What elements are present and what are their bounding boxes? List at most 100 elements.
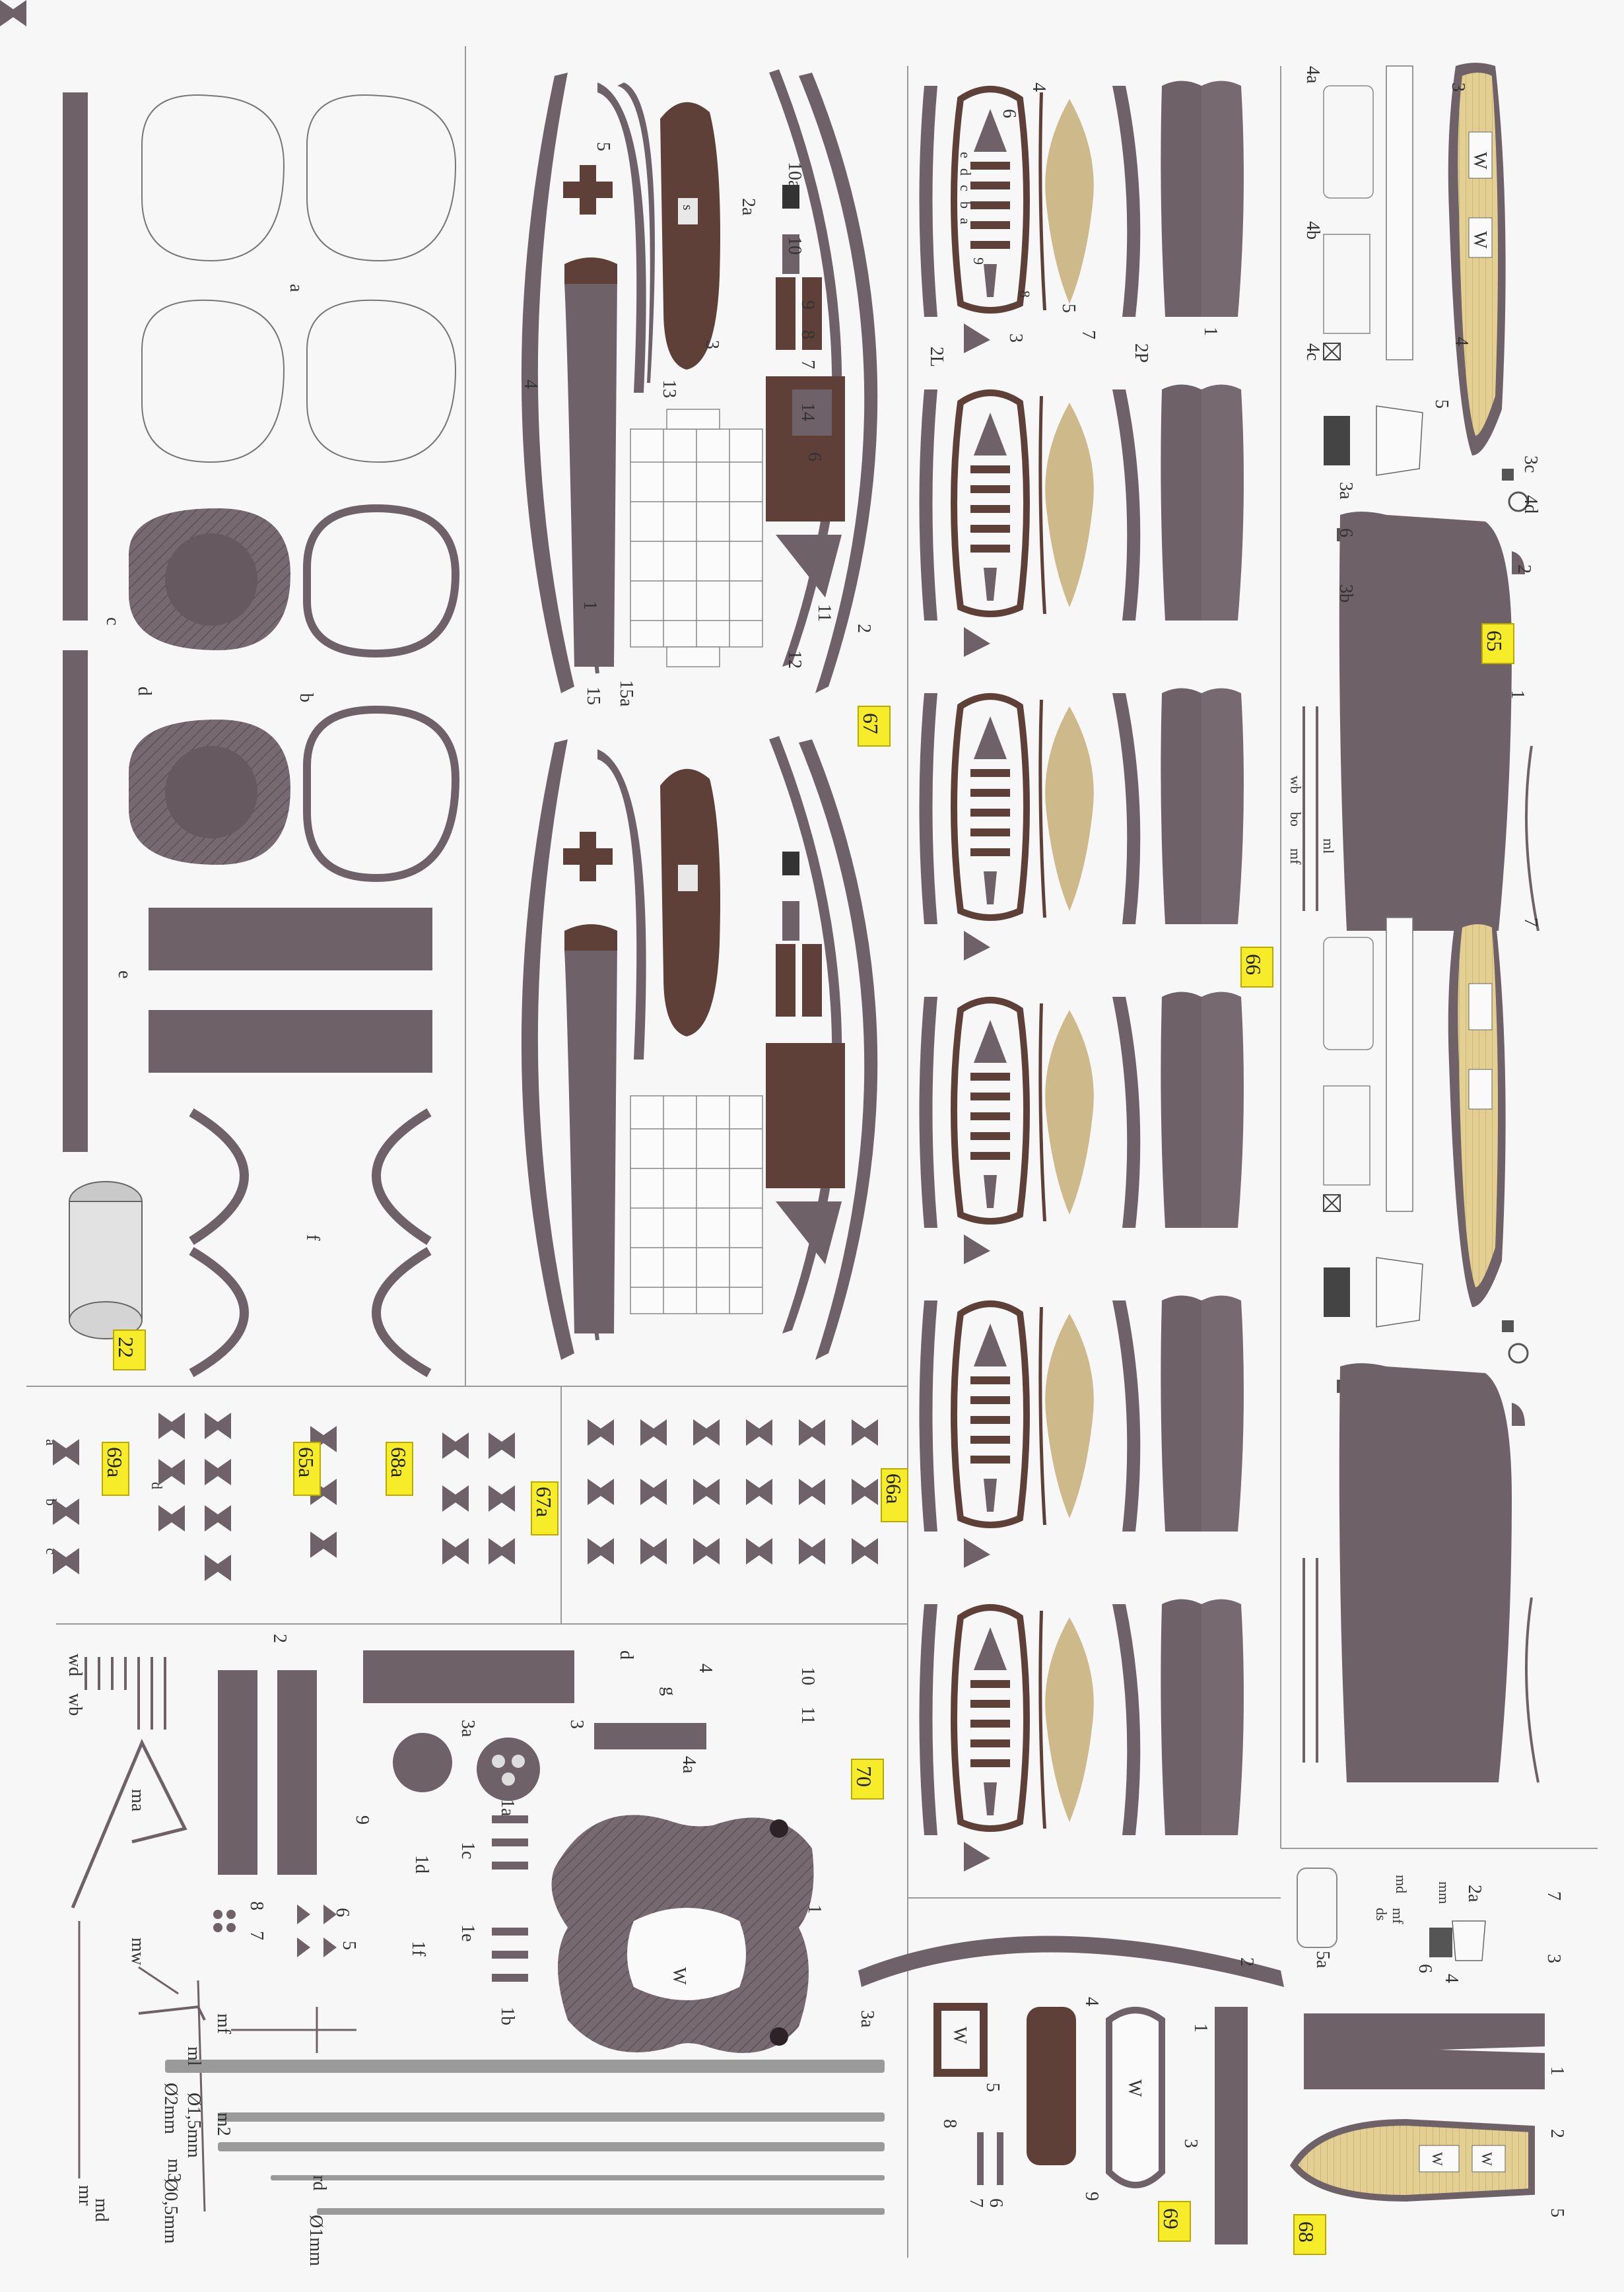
label-W-2: W — [1479, 2152, 1495, 2166]
part-b-rings — [303, 504, 460, 883]
label-mf: mf — [1287, 848, 1304, 865]
label-3: 3 — [1180, 2139, 1201, 2148]
label-13: 13 — [659, 380, 679, 398]
part-1a-1b-strips — [492, 1815, 528, 1982]
label-12: 12 — [784, 650, 805, 669]
sheet-badge-69: 69 — [1158, 2201, 1191, 2242]
sheet-67-copy-2 — [521, 736, 878, 1360]
label-2L: 2L — [926, 347, 947, 367]
label-3: 3 — [566, 1720, 587, 1729]
part-lines-mf — [231, 2007, 356, 2053]
part-3-bar — [363, 1650, 574, 1703]
label-d2mm: Ø2mm — [160, 2083, 181, 2134]
part-2-arc — [858, 1936, 1284, 1987]
label-a: a — [286, 284, 306, 292]
part-s-hull-dark — [660, 102, 720, 370]
part-6-5-small — [213, 1904, 337, 1957]
label-5: 5 — [593, 142, 613, 151]
label-e: e — [957, 152, 974, 158]
label-5: 5 — [1058, 304, 1079, 313]
label-5: 5 — [982, 2083, 1003, 2092]
sheet-66: 1 2L 2P 3 4 5 6 7 8 9 a b c d e 66 — [920, 81, 1273, 1872]
sheet-66-labels: 1 2L 2P 3 4 5 6 7 8 9 a b c d e — [926, 83, 1221, 367]
label-1c: 1c — [457, 1842, 478, 1859]
label-rd: rd — [309, 2175, 329, 2190]
label-4: 4 — [520, 380, 541, 389]
part-1-deck-grid — [630, 409, 763, 667]
label-mw: mw — [127, 1938, 148, 1966]
label-4a: 4a — [1303, 66, 1323, 84]
label-e: e — [114, 970, 135, 978]
label-g: g — [659, 1687, 679, 1696]
label-c: c — [957, 185, 974, 191]
label-d15mm: Ø1,5mm — [184, 2093, 204, 2158]
label-b: b — [957, 201, 974, 209]
label-W-hull: W — [1124, 2079, 1145, 2097]
label-4: 4 — [1441, 1974, 1462, 1983]
label-bo: bo — [1287, 812, 1304, 826]
label-1: 1 — [1190, 2023, 1211, 2033]
label-W-frame: W — [949, 2027, 970, 2044]
label-7: 7 — [1543, 1891, 1564, 1901]
label-md: md — [1393, 1875, 1409, 1893]
sheet-69: 1 2 3 4 5 6 7 8 9 W W 69 — [858, 1936, 1284, 2244]
label-3c: 3c — [1520, 455, 1541, 473]
cylinder-part — [69, 1181, 143, 1339]
svg-text:67: 67 — [859, 713, 883, 734]
svg-text:68: 68 — [1295, 2221, 1318, 2242]
label-8: 8 — [797, 330, 818, 339]
label-6: 6 — [1415, 1964, 1435, 1973]
label-mf: mf — [213, 2013, 234, 2035]
svg-text:66a: 66a — [882, 1473, 906, 1504]
sheet-badge-70: 70 — [851, 1759, 884, 1800]
sheet-badge-66a: 66a — [881, 1468, 908, 1522]
label-4b: 4b — [1303, 221, 1323, 240]
part-a-outlines — [141, 94, 457, 463]
part-e-strip-2 — [149, 1010, 432, 1073]
label-d: d — [616, 1650, 636, 1660]
sheet-badge-65a: 65a — [293, 1442, 321, 1496]
label-10: 10 — [784, 236, 805, 255]
label-m3: m3 — [164, 2159, 184, 2182]
label-ma: ma — [127, 1789, 148, 1812]
label-2: 2 — [854, 624, 874, 633]
label-d: d — [149, 1482, 165, 1489]
label-a: a — [957, 218, 974, 224]
label-9: 9 — [970, 257, 987, 265]
sheet-69-labels: 1 2 3 4 5 6 7 8 9 W W — [939, 1957, 1257, 2208]
label-b: b — [296, 693, 316, 702]
label-3a: 3a — [457, 1720, 478, 1737]
label-4: 4 — [1451, 337, 1472, 346]
sheet-68: 1 2 2a 3 4 5 5a 6 7 ds md mf mm W W 68 — [1289, 1868, 1567, 2255]
label-W-1: W — [1429, 2152, 1446, 2166]
sheet-badge-68: 68 — [1293, 2214, 1326, 2255]
part-c-strip-lower — [63, 650, 88, 1152]
svg-text:66: 66 — [1242, 954, 1266, 975]
label-2: 2 — [1514, 564, 1534, 574]
part-3-curve — [597, 83, 646, 393]
part-f-arcs — [189, 1108, 432, 1378]
sheet-65: 1 2 3 3a 3b 3c 4 4a 4b 4c 4d 5 6 7 W W w… — [1287, 63, 1541, 1784]
sheet-badge-67: 67 — [858, 706, 891, 747]
label-15a: 15a — [616, 680, 636, 707]
label-1b: 1b — [497, 2007, 518, 2025]
label-ml: ml — [1320, 838, 1337, 854]
mast-lines — [85, 1657, 166, 1730]
part-10a — [782, 185, 799, 209]
label-ml: ml — [184, 2046, 204, 2066]
svg-text:68a: 68a — [387, 1447, 411, 1477]
label-10a: 10a — [784, 162, 805, 189]
section-dividers — [26, 46, 1598, 2258]
label-2a: 2a — [738, 198, 759, 216]
label-8: 8 — [1017, 290, 1033, 298]
label-5: 5 — [1431, 399, 1452, 409]
label-3: 3 — [1005, 333, 1026, 343]
label-b: b — [43, 1499, 59, 1506]
part-11 — [776, 535, 842, 597]
label-4: 4 — [1081, 1997, 1102, 2006]
part-3-hull — [1106, 2007, 1165, 2188]
label-14: 14 — [797, 403, 818, 421]
label-4c: 4c — [1303, 343, 1323, 360]
svg-text:22: 22 — [114, 1337, 138, 1358]
label-s: s — [680, 205, 696, 211]
